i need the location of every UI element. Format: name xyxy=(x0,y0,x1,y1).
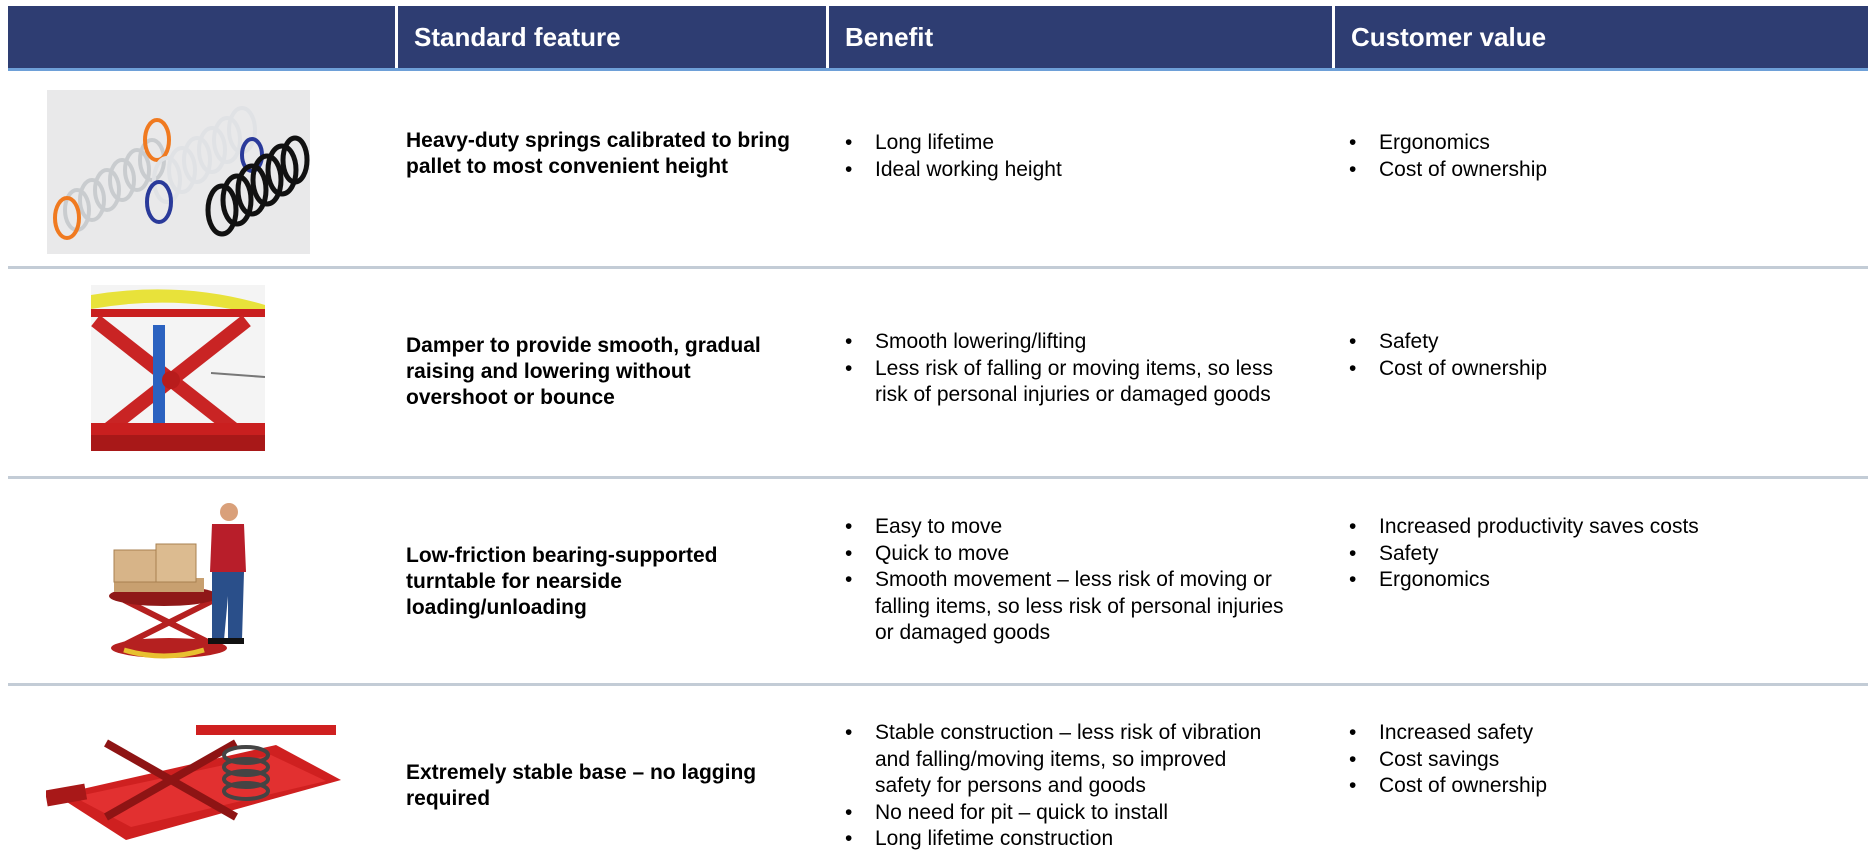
list-item: Smooth movement – less risk of moving or… xyxy=(845,567,1285,647)
benefit-list: Smooth lowering/lifting Less risk of fal… xyxy=(845,329,1285,409)
list-item: Cost of ownership xyxy=(1349,157,1829,184)
row-divider xyxy=(8,476,1868,479)
damper-scissor-lift-photo xyxy=(91,285,265,451)
list-item: Ergonomics xyxy=(1349,567,1829,594)
feature-text: Heavy-duty springs calibrated to bring p… xyxy=(406,129,790,178)
list-item: Less risk of falling or moving items, so… xyxy=(845,356,1285,409)
row-divider xyxy=(8,683,1868,686)
header-divider xyxy=(395,6,398,68)
customer-value-list: Increased productivity saves costs Safet… xyxy=(1349,514,1829,594)
list-item: Ergonomics xyxy=(1349,130,1829,157)
stable-base-photo xyxy=(46,725,346,849)
header-standard-feature: Standard feature xyxy=(414,22,621,52)
list-item: Cost of ownership xyxy=(1349,356,1829,383)
turntable-worker-photo xyxy=(104,500,254,664)
benefit-list: Easy to move Quick to move Smooth moveme… xyxy=(845,514,1285,647)
list-item: Ideal working height xyxy=(845,157,1285,184)
customer-value-list: Increased safety Cost savings Cost of ow… xyxy=(1349,720,1829,800)
benefit-list: Stable construction – less risk of vibra… xyxy=(845,720,1285,853)
list-item: Cost savings xyxy=(1349,747,1829,774)
list-item: Increased productivity saves costs xyxy=(1349,514,1829,541)
list-item: Long lifetime xyxy=(845,130,1285,157)
list-item: Increased safety xyxy=(1349,720,1829,747)
customer-value-list: Ergonomics Cost of ownership xyxy=(1349,130,1829,183)
list-item: Easy to move xyxy=(845,514,1285,541)
list-item: No need for pit – quick to install xyxy=(845,800,1285,827)
feature-text: Damper to provide smooth, gradual raisin… xyxy=(406,334,761,409)
list-item: Safety xyxy=(1349,541,1829,568)
table-header: Standard feature Benefit Customer value xyxy=(8,6,1868,71)
row-divider xyxy=(8,266,1868,269)
header-divider xyxy=(1332,6,1335,68)
header-benefit: Benefit xyxy=(845,22,934,52)
header-customer-value: Customer value xyxy=(1351,22,1547,52)
list-item: Stable construction – less risk of vibra… xyxy=(845,720,1285,800)
list-item: Cost of ownership xyxy=(1349,773,1829,800)
feature-text: Low-friction bearing-supported turntable… xyxy=(406,544,718,619)
list-item: Safety xyxy=(1349,329,1829,356)
benefit-list: Long lifetime Ideal working height xyxy=(845,130,1285,183)
header-divider xyxy=(826,6,829,68)
customer-value-list: Safety Cost of ownership xyxy=(1349,329,1829,382)
list-item: Quick to move xyxy=(845,541,1285,568)
header-image-column xyxy=(8,6,395,68)
springs-photo xyxy=(47,90,310,254)
list-item: Smooth lowering/lifting xyxy=(845,329,1285,356)
feature-text: Extremely stable base – no lagging requi… xyxy=(406,761,757,810)
list-item: Long lifetime construction xyxy=(845,826,1285,853)
